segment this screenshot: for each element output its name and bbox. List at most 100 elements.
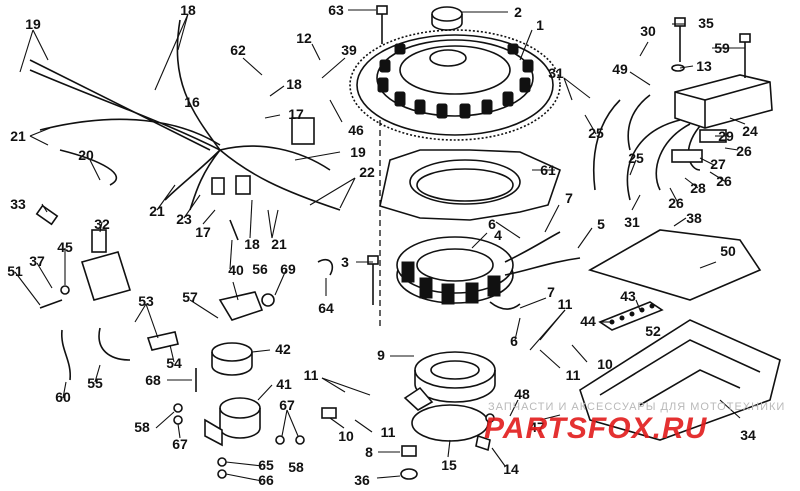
- callout-56: 56: [252, 261, 268, 277]
- callout-18c: 18: [244, 236, 260, 252]
- callout-14: 14: [503, 461, 519, 477]
- callout-12: 12: [296, 30, 312, 46]
- callout-33: 33: [10, 196, 26, 212]
- callout-7: 7: [565, 190, 573, 206]
- callout-60: 60: [55, 389, 71, 405]
- callout-42: 42: [275, 341, 291, 357]
- callout-37: 37: [29, 253, 45, 269]
- callout-57: 57: [182, 289, 198, 305]
- callout-39: 39: [341, 42, 357, 58]
- watermark-caption: ЗАПЧАСТИ И АКСЕССУАРЫ ДЛЯ МОТОТЕХНИКИ: [488, 401, 785, 413]
- callout-11d: 11: [381, 424, 396, 440]
- callout-36: 36: [354, 472, 370, 488]
- callout-65: 65: [258, 457, 274, 473]
- callout-13: 13: [696, 58, 712, 74]
- callout-48: 48: [514, 386, 530, 402]
- callout-58b: 58: [288, 459, 304, 475]
- callout-69: 69: [280, 261, 296, 277]
- starter-solenoid: [204, 397, 261, 447]
- callout-53: 53: [138, 293, 154, 309]
- terminal-block: [598, 301, 664, 331]
- callout-18b: 18: [286, 76, 302, 92]
- callout-2: 2: [514, 4, 522, 20]
- callout-31b: 31: [548, 65, 564, 81]
- callout-43: 43: [620, 288, 636, 304]
- callout-24: 24: [742, 123, 758, 139]
- bolt-63: [376, 5, 388, 44]
- callout-63: 63: [328, 2, 344, 18]
- callout-49: 49: [612, 61, 628, 77]
- callout-9: 9: [377, 347, 385, 363]
- callout-7b: 7: [547, 284, 555, 300]
- flywheel: [349, 29, 561, 141]
- callout-19b: 19: [350, 144, 366, 160]
- callout-29: 29: [718, 128, 734, 144]
- callout-62: 62: [230, 42, 246, 58]
- callout-10b: 10: [338, 428, 354, 444]
- leader-lines: [14, 9, 746, 482]
- callout-3: 3: [341, 254, 349, 270]
- watermark: ЗАПЧАСТИ И АКСЕССУАРЫ ДЛЯ МОТОТЕХНИКИ PA…: [484, 401, 785, 445]
- callout-54: 54: [166, 355, 182, 371]
- flywheel-nut: [431, 6, 463, 31]
- callout-4: 4: [494, 227, 502, 243]
- callout-52: 52: [645, 323, 661, 339]
- callout-61: 61: [540, 162, 556, 178]
- callout-67b: 67: [172, 436, 188, 452]
- callout-16: 16: [184, 94, 200, 110]
- callout-21c: 21: [271, 236, 287, 252]
- callout-17b: 17: [195, 224, 211, 240]
- watermark-logo: PARTSFOX.RU: [484, 412, 708, 445]
- connector-27: [671, 149, 703, 163]
- callout-11: 11: [558, 296, 573, 312]
- callout-64: 64: [318, 300, 334, 316]
- callout-11b: 11: [566, 367, 581, 383]
- callout-1: 1: [536, 17, 544, 33]
- callout-6: 6: [488, 216, 496, 232]
- callout-41: 41: [276, 376, 292, 392]
- callout-44: 44: [580, 313, 596, 329]
- callout-31: 31: [624, 214, 640, 230]
- callout-21: 21: [10, 128, 26, 144]
- callout-18: 18: [180, 2, 196, 18]
- callout-labels: 1 2 63 18 19 62 12 39 18 16 17 46 21 20 …: [7, 2, 758, 488]
- callout-28: 28: [690, 180, 706, 196]
- callout-47: 47: [529, 419, 545, 435]
- ignition-bracket: [587, 229, 762, 301]
- callout-22: 22: [359, 164, 375, 180]
- wiring-harness: [29, 19, 341, 211]
- callout-19: 19: [25, 16, 41, 32]
- rectifier: [80, 229, 132, 301]
- timer-base: [414, 351, 496, 403]
- callout-6b: 6: [510, 333, 518, 349]
- callout-51: 51: [7, 263, 23, 279]
- callout-23: 23: [176, 211, 192, 227]
- callout-68: 68: [145, 372, 161, 388]
- callout-55: 55: [87, 375, 103, 391]
- callout-10: 10: [597, 356, 613, 372]
- callout-21b: 21: [149, 203, 165, 219]
- stator: [396, 236, 514, 305]
- callout-32: 32: [94, 216, 110, 232]
- callout-38: 38: [686, 210, 702, 226]
- callout-46: 46: [348, 122, 364, 138]
- callout-5: 5: [597, 216, 605, 232]
- callout-26b: 26: [716, 173, 732, 189]
- callout-25b: 25: [628, 150, 644, 166]
- callout-11c: 11: [304, 367, 319, 383]
- callout-40: 40: [228, 262, 244, 278]
- sleeve-42: [211, 342, 253, 376]
- callout-34: 34: [740, 427, 756, 443]
- callout-67: 67: [279, 397, 295, 413]
- callout-25: 25: [588, 125, 604, 141]
- callout-17: 17: [288, 106, 304, 122]
- callout-15: 15: [441, 457, 457, 473]
- callout-50: 50: [720, 243, 736, 259]
- callout-20: 20: [78, 147, 94, 163]
- callout-35: 35: [698, 15, 714, 31]
- power-pack: [674, 74, 773, 129]
- callout-26: 26: [668, 195, 684, 211]
- callout-59: 59: [714, 40, 730, 56]
- callout-45: 45: [57, 239, 73, 255]
